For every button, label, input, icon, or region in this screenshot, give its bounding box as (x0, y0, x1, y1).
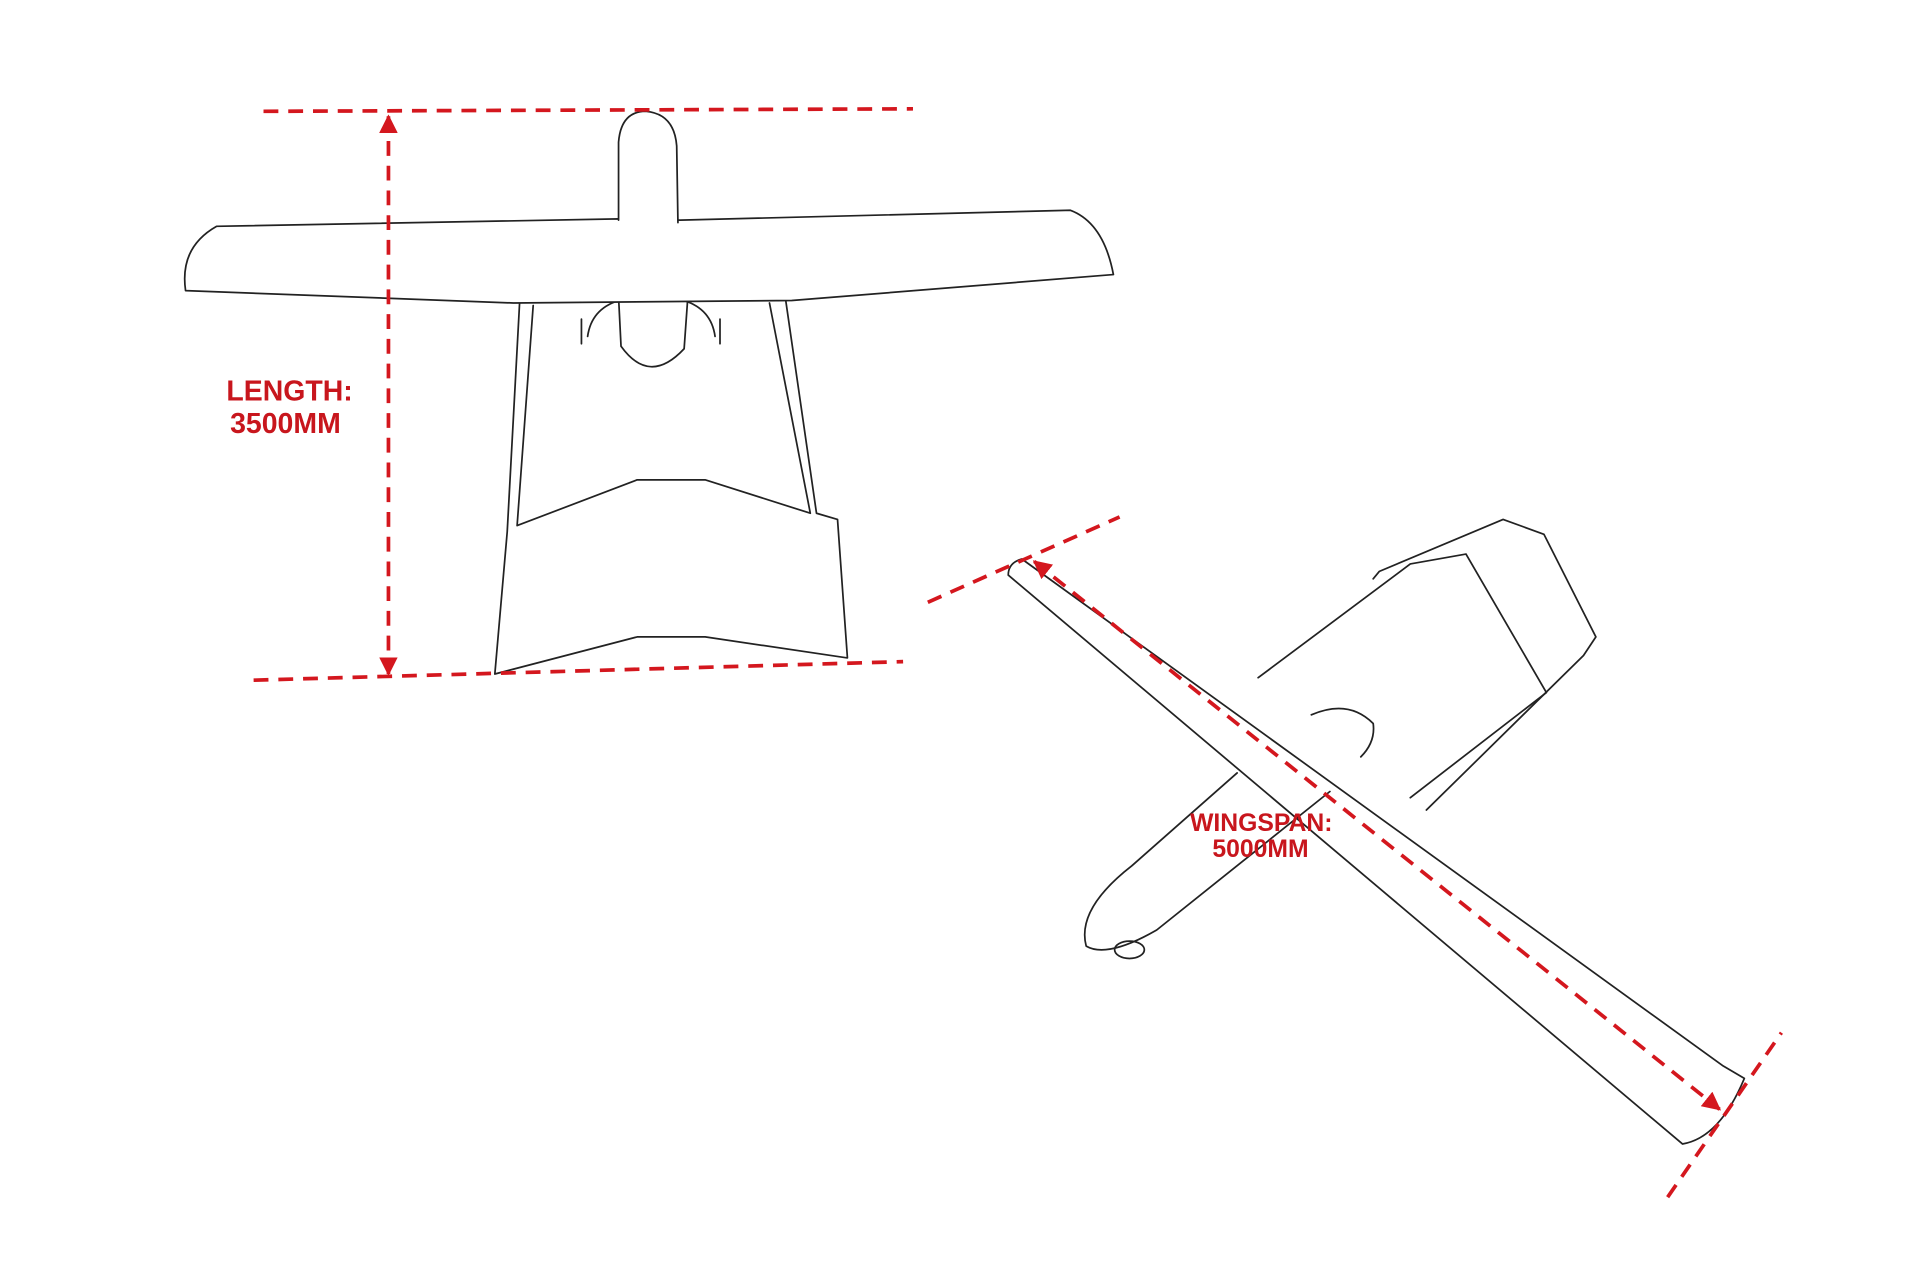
length-title: LENGTH: (226, 376, 352, 408)
drone-oblique-view (1007, 518, 1746, 1145)
length-top-guide (263, 106, 913, 114)
length-dimension: LENGTH: 3500MM (226, 106, 913, 683)
tail-inner (516, 302, 812, 527)
wingspan-dimension: WINGSPAN: 5000MM (927, 515, 1783, 1199)
wingspan-end-guide (1666, 1031, 1783, 1199)
wingspan-title: WINGSPAN: (1190, 810, 1332, 837)
landing-gear (580, 299, 721, 345)
length-value: 3500MM (230, 408, 341, 440)
wing (1007, 558, 1746, 1145)
fuselage-pod (617, 295, 689, 368)
wingspan-value: 5000MM (1212, 836, 1308, 863)
wingspan-arrow (1032, 560, 1722, 1111)
drone-front-view (183, 110, 1115, 675)
tail-boom-frame (493, 298, 849, 675)
wingspan-start-guide (927, 515, 1121, 604)
tail-frame-outer (1372, 518, 1597, 811)
nose (617, 110, 679, 224)
length-bottom-guide (253, 659, 904, 683)
main-wing (183, 209, 1115, 304)
